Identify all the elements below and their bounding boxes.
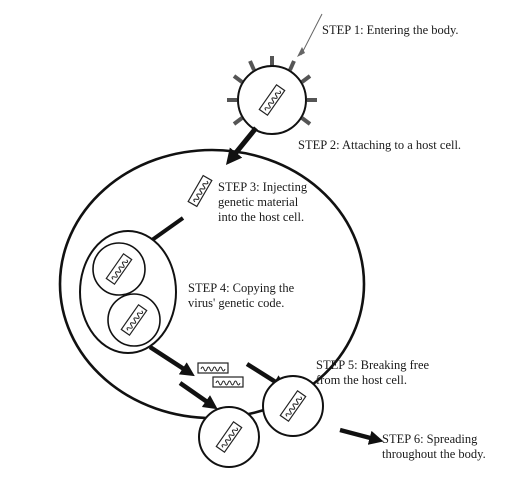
new-virus-right xyxy=(262,375,324,437)
genetic-copies xyxy=(197,362,244,388)
step5-label: STEP 5: Breaking free from the host cell… xyxy=(316,358,432,387)
step3-label: STEP 3: Injecting genetic material into … xyxy=(218,180,310,224)
step2-label: STEP 2: Attaching to a host cell. xyxy=(298,138,461,152)
step1-label: STEP 1: Entering the body. xyxy=(322,23,459,37)
injected-genetic-material xyxy=(187,174,213,208)
inject-arrow xyxy=(225,126,258,165)
step6-label: STEP 6: Spreading throughout the body. xyxy=(382,432,486,461)
to-copies-arrow xyxy=(148,345,195,377)
spreading-arrow xyxy=(339,427,384,445)
release-arrow-down xyxy=(178,381,218,410)
step4-label: STEP 4: Copying the virus' genetic code. xyxy=(188,281,297,310)
virus-particle xyxy=(227,56,317,135)
replication-nucleus xyxy=(79,230,177,354)
entry-arrow xyxy=(297,13,323,57)
new-virus-bottom xyxy=(198,406,260,468)
